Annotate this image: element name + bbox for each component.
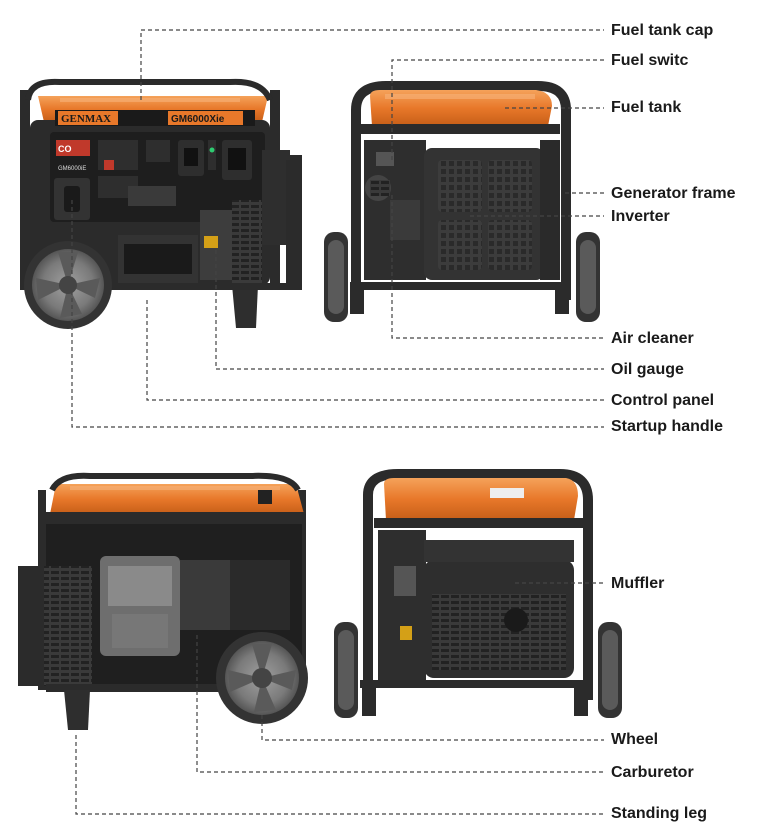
generator-front-view: GENMAX GM6000Xie CO GM6000iE [20,78,302,329]
label-fuel-switch: Fuel switc [611,52,689,69]
generator-left-side-view [334,469,622,718]
label-air-cleaner: Air cleaner [611,330,694,347]
generator-rear-view [18,472,308,730]
carburetor-area [180,560,230,630]
brand-logo-plate [58,111,118,125]
label-oil-gauge: Oil gauge [611,361,684,378]
label-inverter: Inverter [611,208,670,225]
label-fuel-tank-cap: Fuel tank cap [611,22,714,39]
label-standing-leg: Standing leg [611,805,707,822]
panel-model: GM6000iE [58,166,86,172]
leader-lines [71,29,604,815]
rear-panel [44,566,92,686]
label-wheel: Wheel [611,731,659,748]
generator-side-view [324,81,600,322]
label-control-panel: Control panel [611,392,715,409]
label-muffler: Muffler [611,575,665,592]
fuel-tank-left [384,478,578,520]
label-fuel-tank: Fuel tank [611,99,682,116]
label-startup-handle: Startup handle [611,418,724,435]
standing-leg-shape [64,690,90,730]
model-badge: GM6000Xie [171,114,225,125]
brand-logo: GENMAX [61,113,111,125]
fuel-tank-rear [50,484,304,514]
label-generator-frame: Generator frame [611,185,736,202]
co-badge: CO [58,144,72,154]
label-carburetor: Carburetor [611,764,694,781]
